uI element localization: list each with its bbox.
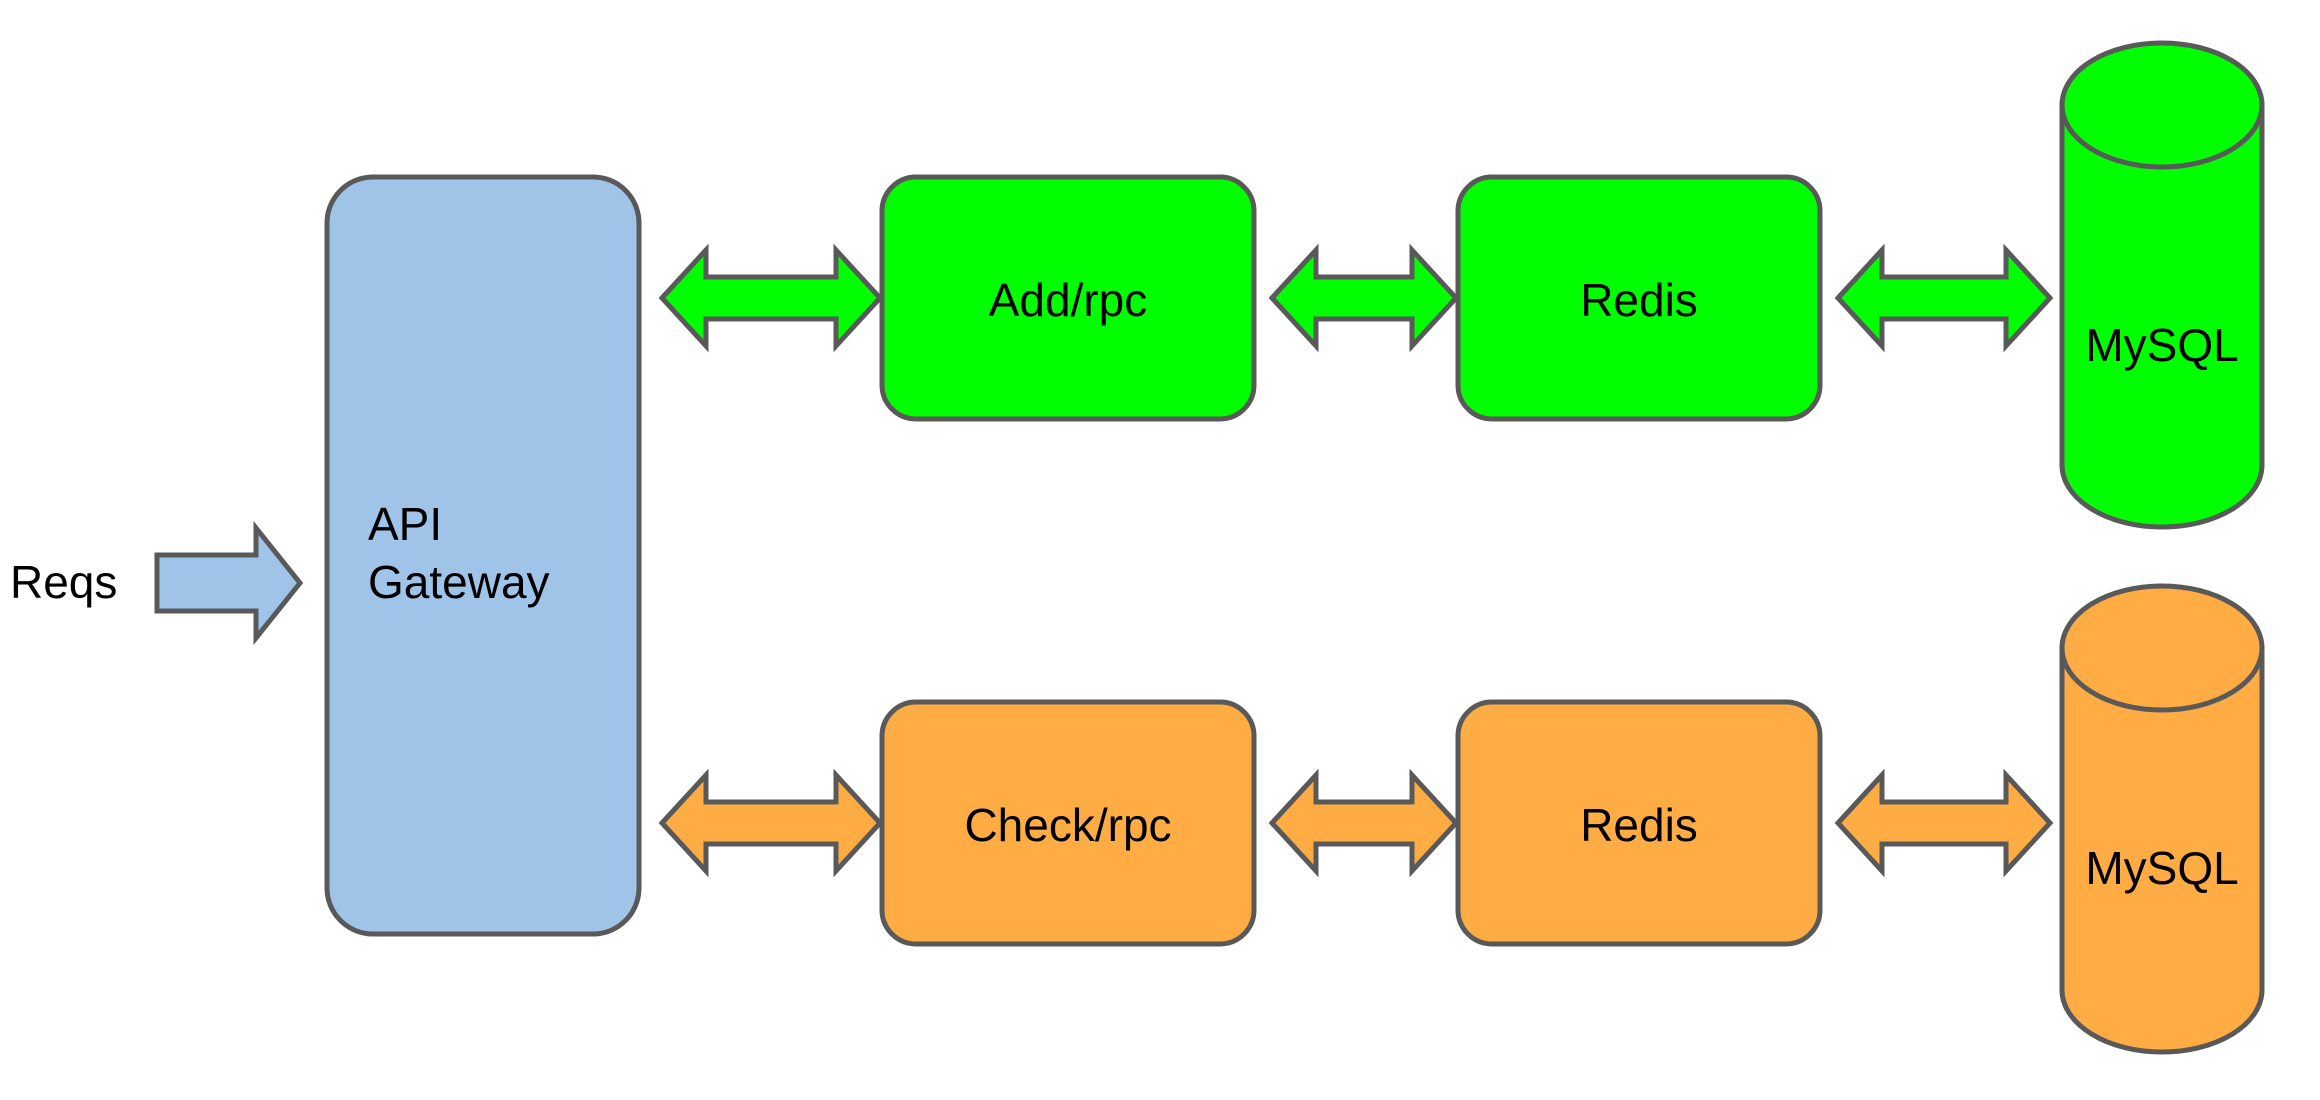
connector-gateway-to-add-rpc [658,243,884,353]
node-check-rpc[interactable] [879,699,1257,947]
node-redis-add-path[interactable] [1455,174,1823,422]
connector-redis-to-mysql-add-path [1834,243,2054,353]
node-redis-check-path[interactable] [1455,699,1823,947]
connector-gateway-to-check-rpc [658,768,884,878]
node-mysql-check-path[interactable] [2059,583,2265,1055]
connector-add-rpc-to-redis [1268,243,1460,353]
reqs-inbound-arrow [154,520,304,646]
connector-check-rpc-to-redis [1268,768,1460,878]
node-add-rpc[interactable] [879,174,1257,422]
connector-redis-to-mysql-check-path [1834,768,2054,878]
node-api-gateway[interactable] [324,174,642,937]
node-mysql-add-path[interactable] [2059,40,2265,530]
